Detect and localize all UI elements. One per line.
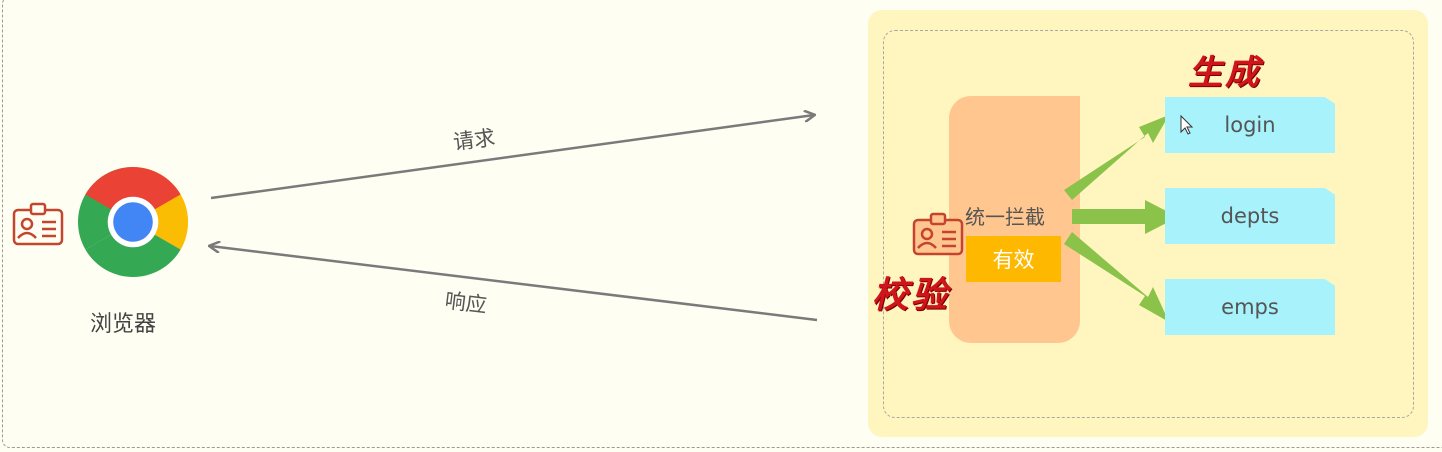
id-card-icon bbox=[912, 212, 964, 256]
annotation-generate: 生成 bbox=[1188, 53, 1262, 93]
request-arrow bbox=[210, 115, 814, 200]
dispatch-arrow-emps bbox=[1064, 232, 1169, 322]
valid-badge: 有效 bbox=[966, 236, 1061, 282]
dispatch-arrow-login bbox=[1064, 115, 1169, 200]
endpoint-depts: depts bbox=[1165, 188, 1335, 244]
browser-label: 浏览器 bbox=[90, 312, 157, 337]
chrome-icon bbox=[78, 167, 188, 277]
interceptor-label: 统一拦截 bbox=[965, 205, 1045, 229]
endpoint-login: login bbox=[1165, 97, 1335, 153]
endpoint-emps: emps bbox=[1165, 279, 1335, 335]
server-inner-border bbox=[883, 30, 1414, 418]
interceptor-block bbox=[949, 96, 1080, 343]
dispatch-arrow-depts bbox=[1072, 200, 1178, 234]
id-card-icon bbox=[12, 202, 64, 246]
response-arrow bbox=[210, 246, 818, 322]
annotation-verify: 校验 bbox=[872, 274, 951, 316]
